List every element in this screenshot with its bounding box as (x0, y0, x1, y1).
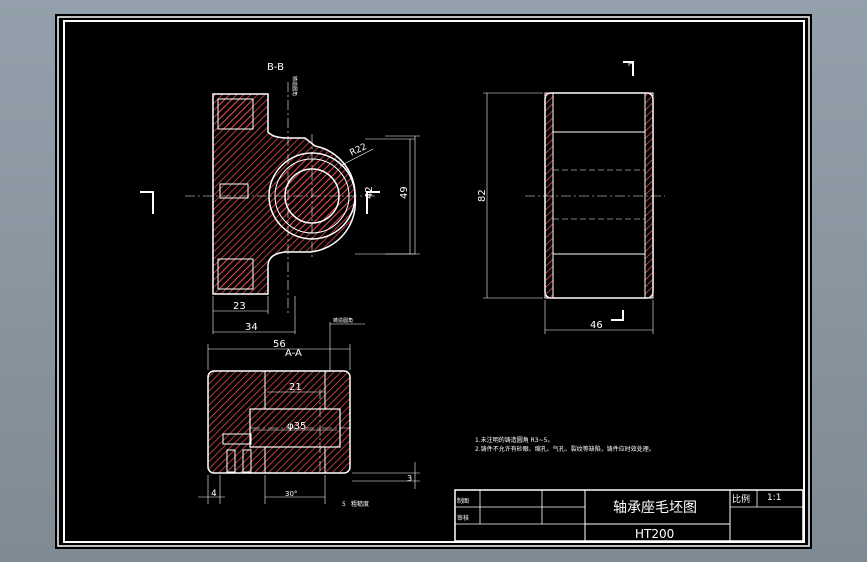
section-aa-label: A-A (285, 348, 302, 359)
tb-row2: 审核 (457, 514, 469, 522)
tb-scale-value: 1:1 (767, 493, 781, 503)
tb-material: HT200 (635, 527, 674, 541)
aa-bolt-hole (222, 433, 252, 445)
tb-scale-label: 比例 (732, 493, 750, 505)
side-left-wall (544, 92, 554, 299)
note-2: 2.铸件不允许有砂眼、缩孔、气孔、裂纹等缺陷，铸件应时效处理。 (475, 445, 655, 453)
bb-bottom-rib (217, 258, 254, 290)
view-marker-top (623, 61, 634, 76)
tb-row1: 制图 (457, 497, 469, 505)
side-right-wall (644, 92, 654, 299)
dim-34: 34 (245, 322, 258, 333)
drawing-sheet: B-B R22 (55, 14, 812, 549)
section-bb-view: B-B R22 (140, 62, 420, 334)
view-marker-bottom (611, 310, 624, 321)
section-marker-left (140, 191, 154, 214)
outer-frame (57, 16, 810, 547)
dim-82: 82 (477, 189, 488, 202)
section-aa-view: A-A 56 21 φ35 (198, 76, 420, 508)
surface-note-bottom: 5 (342, 501, 346, 508)
dim-49: 49 (399, 186, 410, 199)
drawing-svg: B-B R22 (57, 16, 810, 547)
surface-note-bottom-2: 粗糙度 (351, 500, 369, 508)
side-body (544, 92, 654, 299)
r22-leader (339, 148, 374, 167)
aa-bottom-slot (264, 446, 326, 474)
dim-4: 4 (211, 489, 217, 499)
dim-3: 3 (407, 474, 412, 483)
section-bb-label: B-B (267, 62, 284, 73)
tb-part-name: 轴承座毛坯图 (613, 500, 697, 516)
aa-body (207, 370, 351, 474)
surface-note-top: 铸造圆角 (333, 317, 353, 324)
dim-phi35: φ35 (287, 421, 306, 432)
bb-top-rib (217, 98, 254, 130)
title-block: 制图 审核 轴承座毛坯图 HT200 比例 1:1 (454, 489, 804, 542)
technical-notes: 1.未注明的铸造圆角 R3~5。 2.铸件不允许有砂眼、缩孔、气孔、裂纹等缺陷，… (475, 436, 655, 453)
section-marker-right (366, 191, 380, 214)
view-marker-label: P (628, 60, 632, 68)
bb-bolt-hole (219, 183, 249, 199)
aa-top-slot (264, 370, 326, 410)
dim-56: 56 (273, 339, 286, 350)
dim-23: 23 (233, 301, 246, 312)
bb-side-note: 铸造圆角 (291, 76, 298, 96)
inner-frame (63, 20, 805, 543)
note-1: 1.未注明的铸造圆角 R3~5。 (475, 436, 553, 444)
dim-46: 46 (590, 320, 603, 331)
dim-42: 42 (364, 186, 375, 199)
side-view: P 82 46 (477, 60, 665, 334)
dim-21: 21 (289, 382, 302, 393)
dim-angle: 30° (285, 490, 297, 498)
